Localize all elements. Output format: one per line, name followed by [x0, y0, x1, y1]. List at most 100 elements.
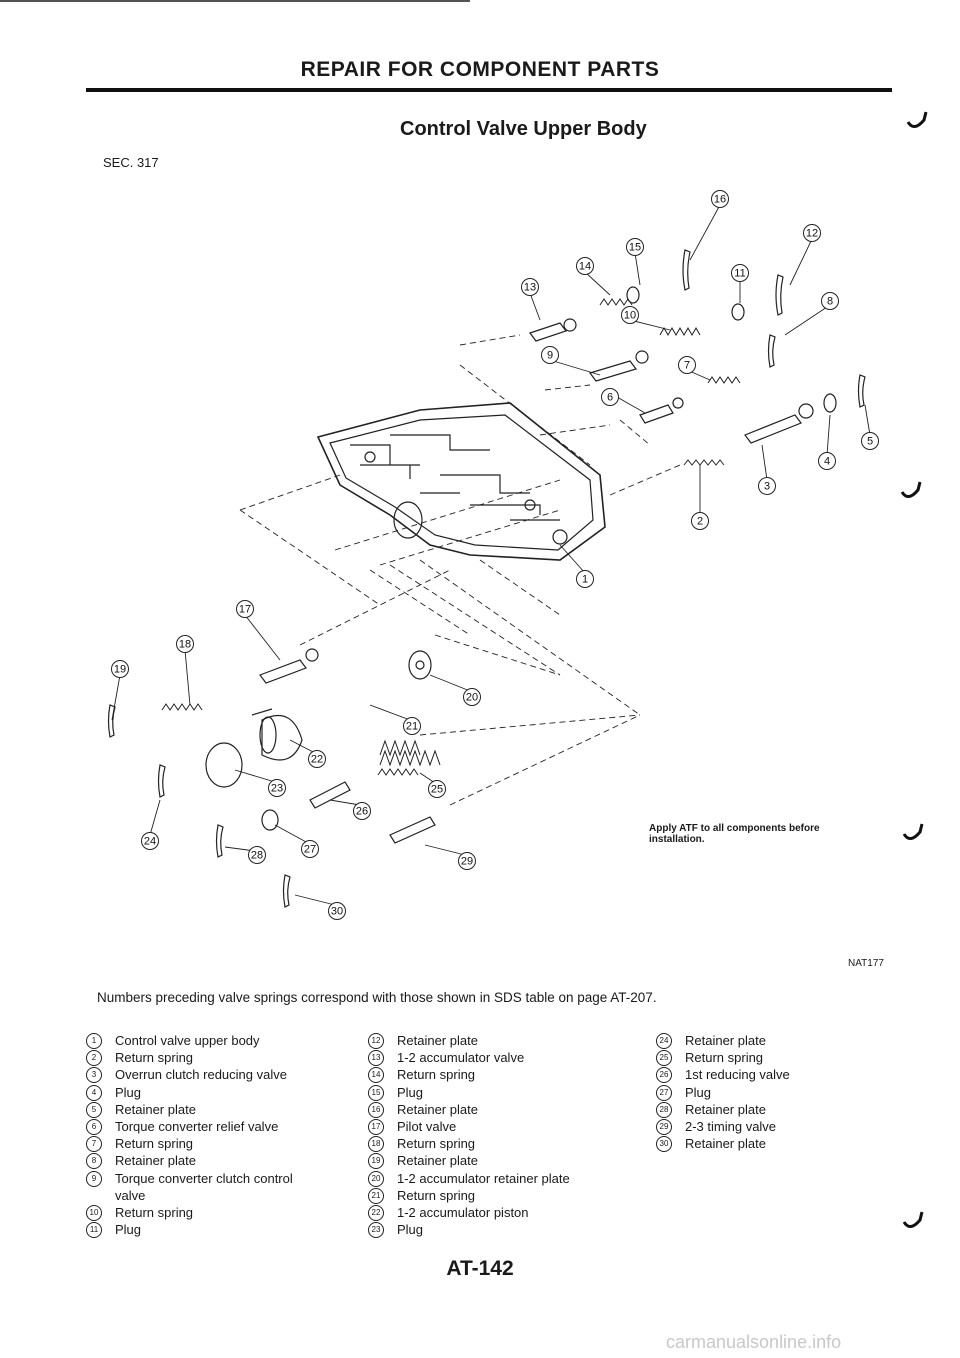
callout-number: 21	[406, 721, 418, 733]
callout-16: 16	[711, 190, 729, 208]
legend-item-text: Plug	[115, 1222, 142, 1238]
callout-number: 18	[179, 639, 191, 651]
binding-tick-mark	[902, 823, 924, 840]
callout-number: 10	[624, 310, 636, 322]
legend-item-text: Plug	[397, 1222, 424, 1238]
callout-number: 2	[697, 516, 703, 528]
atf-note-line1: Apply ATF to all components before	[649, 823, 820, 834]
callout-30: 30	[328, 902, 346, 920]
callout-6: 6	[601, 388, 619, 406]
top-border-line	[0, 0, 470, 2]
legend-item: 24 Retainer plate	[656, 1032, 836, 1049]
header-rule	[86, 88, 892, 92]
legend-item-text: Torque converter clutch control valve	[115, 1170, 293, 1203]
legend-item: 25 Return spring	[656, 1049, 836, 1067]
callout-number: 4	[824, 456, 830, 468]
callout-13: 13	[521, 278, 539, 296]
legend-item-text: Retainer plate	[397, 1101, 478, 1117]
legend-item-number: 30	[656, 1136, 672, 1153]
callout-8: 8	[821, 292, 839, 310]
callout-number: 27	[304, 844, 316, 856]
legend-item-text: Retainer plate	[115, 1101, 196, 1117]
callout-1: 1	[576, 570, 594, 588]
sds-note: Numbers preceding valve springs correspo…	[97, 990, 657, 1005]
legend-item-number: 25	[656, 1050, 672, 1067]
legend-item-text: Return spring	[115, 1136, 194, 1152]
legend-item-text: Return spring	[397, 1187, 476, 1203]
legend-item-number: 6	[86, 1119, 102, 1136]
callout-28: 28	[248, 846, 266, 864]
legend-item-text: Retainer plate	[685, 1033, 766, 1048]
callout-number: 22	[311, 754, 323, 766]
legend-item: 21 Return spring	[368, 1187, 608, 1204]
callout-number: 11	[734, 268, 745, 280]
legend-item-text: Torque converter relief valve	[115, 1119, 279, 1135]
callout-22: 22	[308, 750, 326, 768]
legend-item: 9 Torque converter clutch control valve	[86, 1170, 306, 1204]
callout-15: 15	[626, 238, 644, 256]
legend-item-number: 27	[656, 1084, 672, 1101]
legend-item-text: Retainer plate	[397, 1153, 478, 1169]
callout-number: 25	[431, 784, 443, 796]
legend-item-number: 19	[368, 1153, 384, 1170]
callout-number: 1	[582, 574, 588, 586]
legend-item-text: 1-2 accumulator piston	[397, 1205, 529, 1221]
legend-item-text: Return spring	[685, 1050, 764, 1066]
callout-10: 10	[621, 306, 639, 324]
legend-item-text: Return spring	[115, 1050, 194, 1066]
legend-item-number: 3	[86, 1067, 102, 1084]
callout-number: 19	[114, 664, 126, 676]
legend-item: 16 Retainer plate	[368, 1101, 608, 1118]
section-code: SEC. 317	[103, 155, 159, 170]
legend-item-number: 9	[86, 1170, 102, 1187]
callout-number: 15	[629, 242, 641, 254]
legend-item-text: Pilot valve	[397, 1119, 457, 1135]
callout-9: 9	[541, 346, 559, 364]
legend-item-text: Plug	[397, 1084, 424, 1100]
callout-number: 14	[579, 261, 591, 273]
legend-item-number: 1	[86, 1033, 102, 1049]
figure-id: NAT177	[848, 958, 884, 969]
legend-item-number: 4	[86, 1084, 102, 1101]
legend-item-number: 16	[368, 1101, 384, 1118]
atf-note-line2: installation.	[649, 834, 705, 845]
legend-item-number: 21	[368, 1187, 384, 1204]
callout-5: 5	[861, 432, 879, 450]
legend-item-text: Retainer plate	[685, 1101, 766, 1117]
callout-14: 14	[576, 257, 594, 275]
watermark: carmanualsonline.info	[666, 1332, 842, 1352]
callout-number: 23	[271, 783, 283, 795]
legend-item-text: Retainer plate	[115, 1153, 196, 1169]
callout-number: 8	[827, 296, 833, 308]
legend-item: 6 Torque converter relief valve	[86, 1118, 306, 1136]
callout-number: 30	[331, 906, 343, 918]
callout-number: 3	[764, 481, 770, 493]
legend-item-number: 18	[368, 1136, 384, 1153]
legend-item: 8 Retainer plate	[86, 1152, 306, 1170]
legend-item-number: 24	[656, 1033, 672, 1049]
callout-number: 7	[684, 360, 690, 372]
legend-item-number: 2	[86, 1050, 102, 1067]
callout-number: 28	[251, 850, 263, 862]
callout-number: 16	[714, 194, 726, 206]
legend-item-number: 8	[86, 1153, 102, 1170]
callout-3: 3	[758, 477, 776, 495]
callout-11: 11	[731, 264, 749, 282]
callout-number: 26	[356, 806, 368, 818]
binding-tick-mark	[906, 111, 928, 128]
legend-item-text: Return spring	[115, 1205, 194, 1221]
